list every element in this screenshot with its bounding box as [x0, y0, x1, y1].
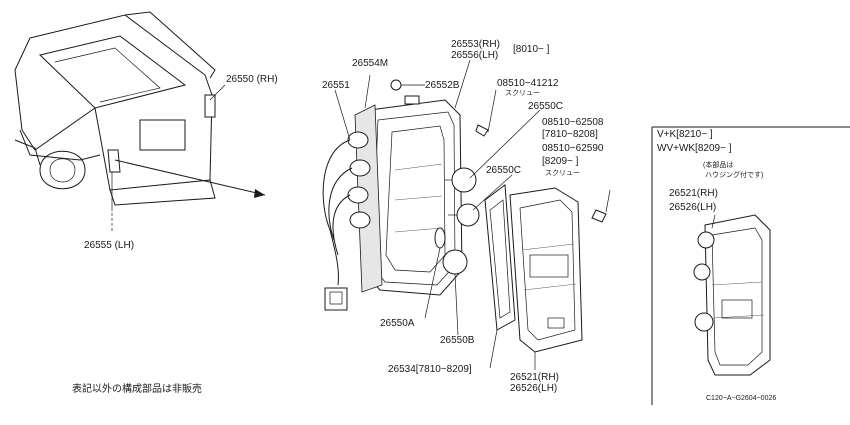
inset-frame — [651, 126, 850, 405]
inset-note-line1: (本部品は — [703, 162, 734, 169]
label-screw-2: スクリュー — [545, 170, 580, 177]
label-26554m: 26554M — [352, 58, 389, 69]
footnote-non-sale-notice: 表記以外の構成部品は非販売 — [72, 384, 202, 395]
inset-drawing-code: C120−A−G2604−0026 — [706, 395, 777, 402]
inset-label-wvwk: WV+WK[8209− ] — [657, 143, 732, 154]
label-26526-lh: 26526(LH) — [510, 383, 558, 394]
label-26550b: 26550B — [440, 335, 475, 346]
label-screw-1: スクリュー — [505, 90, 540, 97]
label-08510-62508: 08510−62508 — [542, 117, 604, 128]
label-range-8209: [8209− ] — [542, 156, 579, 167]
label-date-8010: [8010− ] — [513, 44, 550, 55]
vehicle-rear-illustration — [14, 11, 266, 232]
inset-label-vk: V+K[8210− ] — [657, 129, 713, 140]
label-range-7810-8208: [7810−8208] — [542, 129, 598, 140]
label-08510-62590: 08510−62590 — [542, 143, 604, 154]
label-26550c-lower: 26550C — [486, 165, 522, 176]
label-26521-rh: 26521(RH) — [510, 372, 559, 383]
inset-lamp-illustration — [693, 214, 771, 376]
label-26556-lh: 26556(LH) — [451, 50, 499, 61]
label-26550c-upper: 26550C — [528, 101, 564, 112]
inset-label-26526-lh: 26526(LH) — [669, 202, 717, 213]
lens-assembly — [484, 184, 611, 370]
label-26550a: 26550A — [380, 318, 415, 329]
label-26555-lh: 26555 (LH) — [84, 240, 135, 251]
inset-label-26521-rh: 26521(RH) — [669, 188, 718, 199]
label-26552b: 26552B — [425, 80, 460, 91]
label-26534: 26534[7810−8209] — [388, 364, 472, 375]
lamp-housing-assembly — [322, 59, 541, 336]
label-26553-rh: 26553(RH) — [451, 39, 500, 50]
label-08510-41212: 08510−41212 — [497, 78, 559, 89]
label-26550-rh: 26550 (RH) — [226, 74, 278, 85]
label-26551: 26551 — [322, 80, 350, 91]
inset-note-line2: ハウジング付です) — [705, 172, 764, 179]
